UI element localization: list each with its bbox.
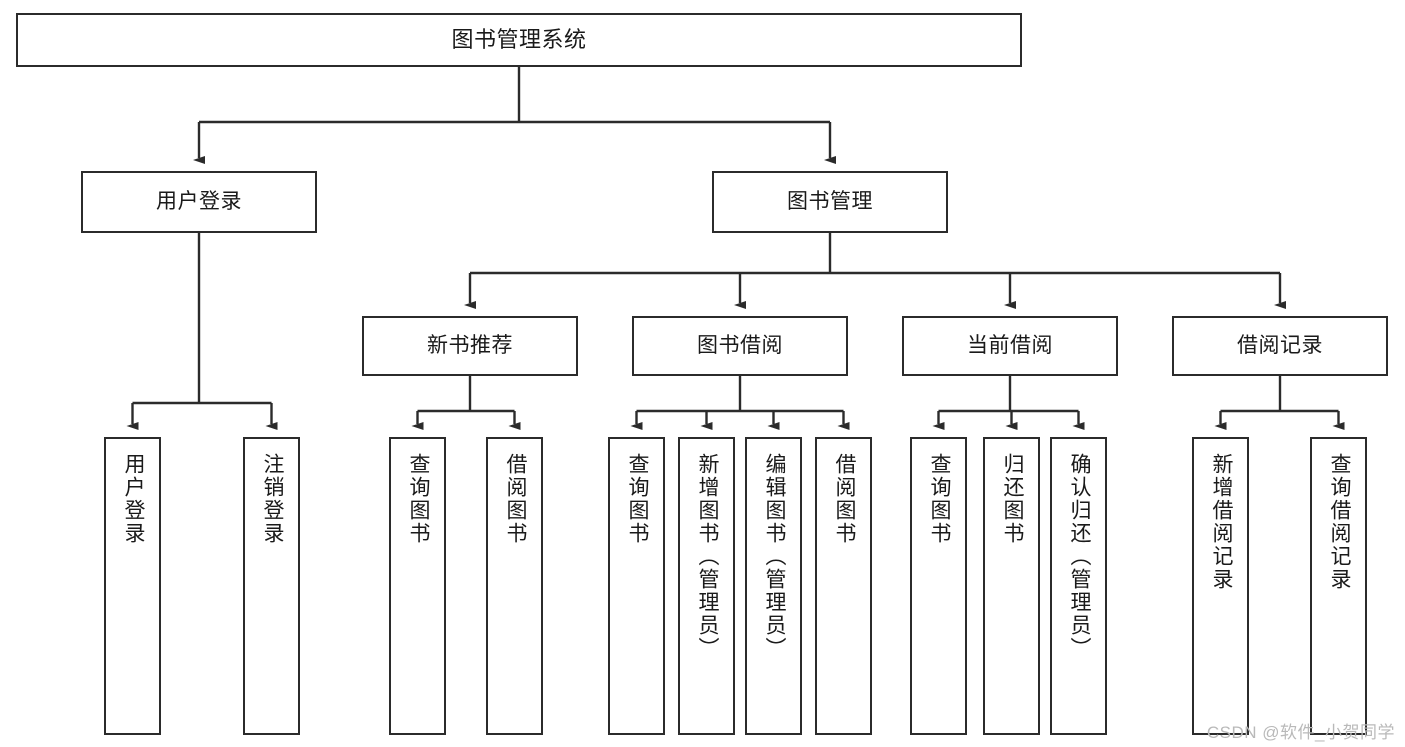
node-leaf-borrow-book-2[interactable]: 借阅图书 <box>815 437 872 735</box>
node-book-manage[interactable]: 图书管理 <box>712 171 948 233</box>
node-leaf-edit-book[interactable]: 编辑图书（管理员） <box>745 437 802 735</box>
node-leaf-return-book-label: 归还图书 <box>1000 453 1024 545</box>
node-leaf-return-book[interactable]: 归还图书 <box>983 437 1040 735</box>
node-new-book-recommend-label: 新书推荐 <box>427 333 513 357</box>
node-leaf-query-book-1-label: 查询图书 <box>406 453 430 545</box>
node-user-login[interactable]: 用户登录 <box>81 171 317 233</box>
node-leaf-query-book-3-label: 查询图书 <box>927 453 951 545</box>
node-leaf-add-book[interactable]: 新增图书（管理员） <box>678 437 735 735</box>
node-new-book-recommend[interactable]: 新书推荐 <box>362 316 578 376</box>
node-leaf-edit-book-label: 编辑图书（管理员） <box>762 453 786 660</box>
node-current-borrow-label: 当前借阅 <box>967 333 1053 357</box>
node-leaf-borrow-book-2-label: 借阅图书 <box>832 453 856 545</box>
node-leaf-borrow-book-1-label: 借阅图书 <box>503 453 527 545</box>
node-leaf-query-record-label: 查询借阅记录 <box>1327 453 1351 591</box>
node-leaf-user-login[interactable]: 用户登录 <box>104 437 161 735</box>
node-leaf-query-book-3[interactable]: 查询图书 <box>910 437 967 735</box>
node-leaf-add-book-label: 新增图书（管理员） <box>695 453 719 660</box>
node-book-borrow[interactable]: 图书借阅 <box>632 316 848 376</box>
watermark-text: CSDN @软件_小贺同学 <box>1206 723 1395 742</box>
node-book-manage-label: 图书管理 <box>787 189 873 213</box>
node-leaf-borrow-book-1[interactable]: 借阅图书 <box>486 437 543 735</box>
node-root-label: 图书管理系统 <box>451 27 587 53</box>
node-leaf-confirm-return[interactable]: 确认归还（管理员） <box>1050 437 1107 735</box>
node-leaf-add-record-label: 新增借阅记录 <box>1209 453 1233 591</box>
node-leaf-user-login-label: 用户登录 <box>121 453 145 545</box>
node-leaf-user-logout-label: 注销登录 <box>260 453 284 545</box>
node-leaf-query-book-2-label: 查询图书 <box>625 453 649 545</box>
node-current-borrow[interactable]: 当前借阅 <box>902 316 1118 376</box>
node-root[interactable]: 图书管理系统 <box>16 13 1022 67</box>
node-leaf-user-logout[interactable]: 注销登录 <box>243 437 300 735</box>
node-leaf-add-record[interactable]: 新增借阅记录 <box>1192 437 1249 735</box>
node-borrow-record-label: 借阅记录 <box>1237 333 1323 357</box>
node-borrow-record[interactable]: 借阅记录 <box>1172 316 1388 376</box>
node-leaf-query-record[interactable]: 查询借阅记录 <box>1310 437 1367 735</box>
node-leaf-query-book-2[interactable]: 查询图书 <box>608 437 665 735</box>
node-book-borrow-label: 图书借阅 <box>697 333 783 357</box>
node-user-login-label: 用户登录 <box>156 189 242 213</box>
node-leaf-confirm-return-label: 确认归还（管理员） <box>1067 453 1091 660</box>
node-leaf-query-book-1[interactable]: 查询图书 <box>389 437 446 735</box>
